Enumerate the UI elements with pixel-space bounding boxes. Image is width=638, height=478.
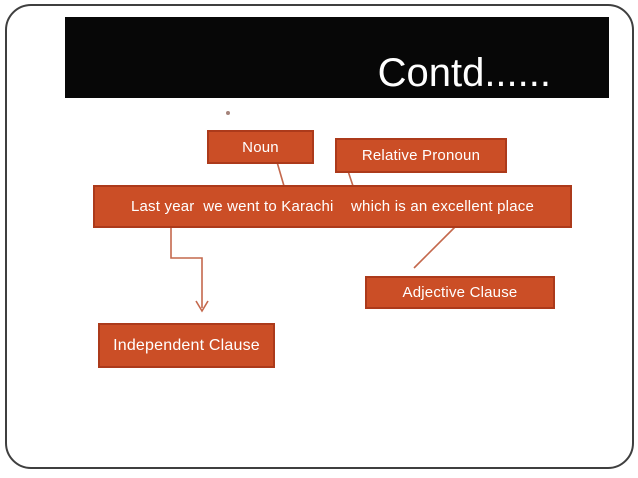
title-bar: Contd...... [65,17,609,98]
adjective-clause-label: Adjective Clause [402,284,518,301]
noun-connector-line [276,161,285,187]
relative-pronoun-label: Relative Pronoun [361,147,481,164]
sentence-box: Last year we went to Karachi which is an… [93,185,572,228]
relative-pronoun-connector-line [347,170,354,187]
adjective-clause-connector-line [413,226,456,269]
independent-clause-box: Independent Clause [98,323,275,368]
sentence-label: Last year we went to Karachi which is an… [130,198,535,215]
noun-label: Noun [242,138,279,156]
independent-clause-label: Independent Clause [113,336,260,354]
arrow-head-icon [195,300,209,313]
relative-pronoun-box: Relative Pronoun [335,138,507,173]
slide-title: Contd...... [377,51,551,95]
independent-clause-connector-elbow [170,227,203,308]
noun-box: Noun [207,130,314,164]
adjective-clause-box: Adjective Clause [365,276,555,309]
bullet-dot [226,111,230,115]
